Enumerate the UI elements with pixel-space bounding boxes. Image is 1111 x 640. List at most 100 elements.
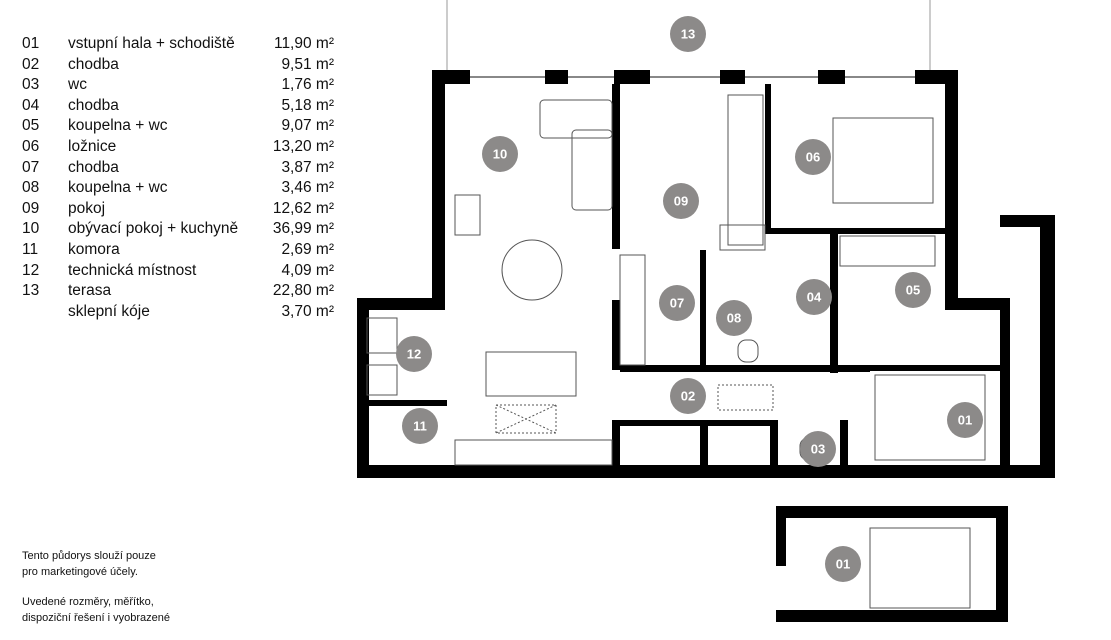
room-name: terasa	[68, 282, 112, 300]
room-name: pokoj	[68, 199, 106, 217]
legend-row: 07 chodba 3,87 m²	[22, 158, 334, 179]
room-marker-circle	[402, 408, 438, 444]
desk-chair	[719, 224, 766, 251]
room-number: 09	[22, 199, 40, 217]
room-marker: 08	[716, 300, 752, 336]
room-name: chodba	[68, 55, 119, 73]
staircase-small	[619, 254, 646, 366]
room-name: obývací pokoj + kuchyně	[68, 220, 239, 238]
room-marker-circle	[800, 431, 836, 467]
room-area: 13,20 m²	[272, 137, 334, 155]
dining-table	[501, 239, 563, 301]
room-name: wc	[68, 76, 87, 94]
legend-row: 08 koupelna + wc 3,46 m²	[22, 178, 334, 199]
room-name: ložnice	[68, 137, 117, 155]
room-area: 4,09 m²	[281, 261, 334, 279]
room-area: 3,70 m²	[281, 302, 334, 320]
room-area: 1,76 m²	[281, 76, 334, 94]
room-marker-label: 03	[811, 442, 825, 457]
room-name: vstupní hala + schodiště	[68, 35, 235, 52]
walls	[357, 70, 1055, 622]
room-marker: 13	[670, 16, 706, 52]
room-marker: 07	[659, 285, 695, 321]
note-line: Uvedené rozměry, měřítko,	[22, 596, 154, 608]
room-number: 07	[22, 158, 40, 176]
room-name: koupelna + wc	[68, 179, 168, 197]
room-marker: 06	[795, 139, 831, 175]
room-marker: 04	[796, 279, 832, 315]
room-marker: 11	[402, 408, 438, 444]
room-marker: 09	[663, 183, 699, 219]
oven	[454, 194, 481, 236]
room-area: 9,51 m²	[281, 55, 334, 73]
kitchen-counter	[454, 439, 613, 466]
room-marker-circle	[795, 139, 831, 175]
room-area: 5,18 m²	[281, 96, 334, 114]
disclaimer-note: Tento půdorys slouží pouze pro marketingo…	[22, 548, 262, 640]
room-marker: 01	[825, 546, 861, 582]
room-number: 01	[22, 35, 40, 52]
furniture	[366, 94, 986, 609]
room-marker-label: 09	[674, 194, 688, 209]
bathtub	[839, 235, 936, 267]
room-name: koupelna + wc	[68, 117, 168, 135]
staircase-cellar	[869, 527, 971, 609]
room-marker-label: 06	[806, 150, 820, 165]
legend-row: 11 komora 2,69 m²	[22, 240, 334, 261]
bed	[832, 117, 934, 204]
room-marker-label: 13	[681, 27, 695, 42]
room-marker: 12	[396, 336, 432, 372]
room-marker-circle	[663, 183, 699, 219]
room-marker: 05	[895, 272, 931, 308]
room-name: technická místnost	[68, 261, 197, 279]
room-marker-label: 07	[670, 296, 684, 311]
room-marker: 02	[670, 378, 706, 414]
room-marker-label: 02	[681, 389, 695, 404]
room-marker-label: 11	[413, 419, 427, 434]
room-name: komora	[68, 240, 120, 258]
legend-row: sklepní kóje 3,70 m²	[22, 302, 334, 323]
room-number: 12	[22, 261, 40, 279]
room-marker: 10	[482, 136, 518, 172]
room-marker-label: 01	[836, 557, 850, 572]
room-number: 06	[22, 137, 40, 155]
room-marker-circle	[716, 300, 752, 336]
note-line: Tento půdorys slouží pouze	[22, 550, 156, 562]
room-number: 04	[22, 96, 40, 114]
desk	[727, 94, 764, 246]
sofa	[539, 99, 613, 139]
room-number: 13	[22, 282, 40, 300]
legend-row: 09 pokoj 12,62 m²	[22, 199, 334, 220]
legend-row: 04 chodba 5,18 m²	[22, 96, 334, 117]
room-area: 3,87 m²	[281, 158, 334, 176]
room-marker-circle	[796, 279, 832, 315]
legend-row: 06 ložnice 13,20 m²	[22, 137, 334, 158]
room-marker-circle	[670, 378, 706, 414]
room-area: 2,69 m²	[281, 240, 334, 258]
room-marker-circle	[895, 272, 931, 308]
room-number: 11	[22, 240, 39, 258]
room-name: chodba	[68, 96, 119, 114]
legend-row: 03 wc 1,76 m²	[22, 75, 334, 96]
room-name: chodba	[68, 158, 119, 176]
room-marker-circle	[947, 402, 983, 438]
room-number: 03	[22, 76, 40, 94]
room-marker-label: 10	[493, 147, 507, 162]
note-line: pro marketingové účely.	[22, 566, 138, 578]
room-marker-label: 05	[906, 283, 920, 298]
room-number: 05	[22, 117, 40, 135]
room-area: 12,62 m²	[272, 199, 334, 217]
room-area: 3,46 m²	[281, 179, 334, 197]
room-marker-label: 08	[727, 311, 741, 326]
room-marker-label: 01	[958, 413, 972, 428]
room-number: 08	[22, 179, 40, 197]
room-marker-label: 04	[807, 290, 822, 305]
room-marker-label: 12	[407, 347, 421, 362]
room-name: sklepní kóje	[68, 302, 150, 320]
